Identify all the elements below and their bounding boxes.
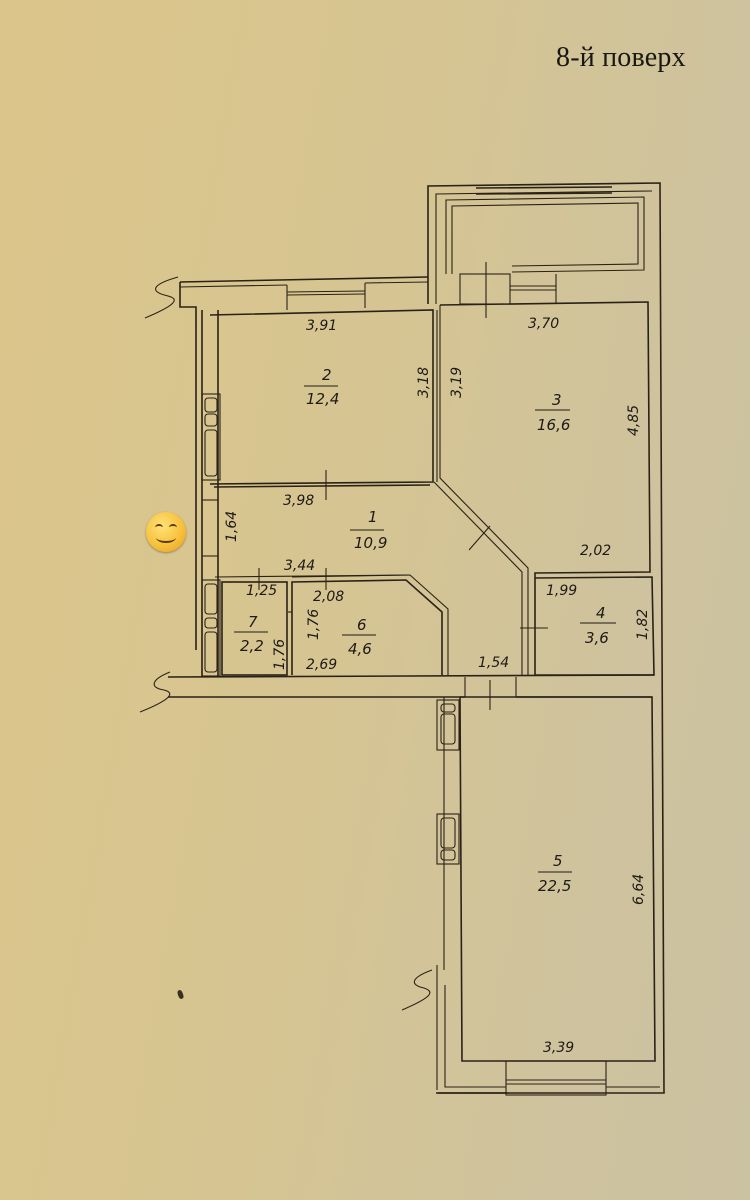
dim-room5-height: 6,64 [631, 874, 647, 905]
room-7-number: 7 [248, 613, 258, 631]
left-wall-windows [201, 310, 221, 677]
room-7-area: 2,2 [240, 637, 264, 655]
dim-room1-bottom: 3,44 [284, 558, 315, 574]
emoji-mouth [156, 532, 176, 543]
dimension-labels: 3,91 3,18 3,70 3,19 4,85 2,02 3,98 1,64 … [224, 316, 651, 1056]
room-2-number: 2 [322, 366, 332, 384]
dim-room7-height: 1,76 [272, 639, 288, 670]
dim-room7-width: 1,25 [246, 583, 277, 599]
room-7 [221, 568, 288, 676]
dim-room6-height: 1,76 [306, 609, 322, 640]
dim-room4-width: 1,99 [546, 583, 577, 599]
dim-room3-bottom: 2,02 [580, 543, 611, 559]
dim-room1-top: 3,98 [283, 493, 314, 509]
dim-room6-width-top: 2,08 [313, 589, 344, 605]
dim-room3-left-height: 3,19 [449, 367, 465, 398]
room-4 [520, 576, 655, 676]
room-5-area: 22,5 [538, 877, 571, 895]
room-3 [433, 301, 651, 675]
room-1-area: 10,9 [354, 534, 387, 552]
middle-wall [139, 671, 655, 713]
room-4-number: 4 [596, 604, 606, 622]
dim-room3-right-height: 4,85 [626, 405, 642, 436]
room-4-area: 3,6 [585, 629, 609, 647]
room-3-area: 16,6 [537, 416, 570, 434]
room-labels: 2 12,4 3 16,6 1 10,9 7 2,2 6 4,6 4 3,6 5… [234, 366, 616, 895]
dim-corridor-opening: 1,54 [478, 655, 509, 671]
emoji-eye-left [155, 524, 163, 531]
room-5-number: 5 [553, 852, 563, 870]
page-title: 8-й поверх [556, 42, 686, 73]
dim-room1-left: 1,64 [224, 511, 240, 542]
dim-room2-height: 3,18 [416, 367, 432, 398]
smiling-face-emoji-icon [146, 512, 186, 552]
dim-room6-width-bottom: 2,69 [306, 657, 337, 673]
room-1-number: 1 [368, 508, 378, 526]
dim-room5-width: 3,39 [543, 1040, 574, 1056]
top-wall-left [144, 276, 429, 650]
room-6 [288, 568, 449, 675]
room-6-number: 6 [357, 616, 367, 634]
room-3-number: 3 [552, 391, 562, 409]
room-2-area: 12,4 [306, 390, 339, 408]
emoji-eye-right [169, 524, 177, 531]
dim-room4-height: 1,82 [635, 609, 651, 640]
dim-room2-width: 3,91 [306, 318, 337, 334]
dim-room3-width: 3,70 [528, 316, 559, 332]
room-6-area: 4,6 [348, 640, 372, 658]
room-2 [209, 309, 438, 485]
balcony-top [427, 182, 665, 1094]
room-1 [213, 470, 431, 578]
room-5 [401, 696, 660, 1096]
